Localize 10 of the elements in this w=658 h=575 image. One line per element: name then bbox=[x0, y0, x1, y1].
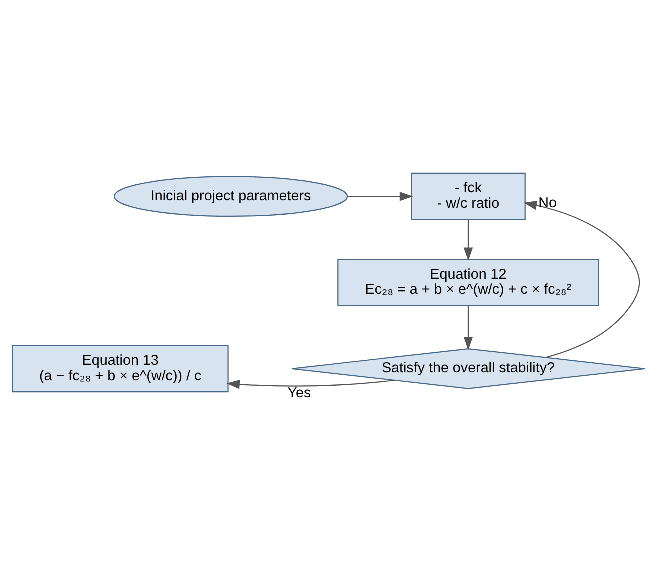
arrow bbox=[524, 201, 640, 358]
arrow bbox=[464, 220, 474, 262]
node-box: Equation 12 Ec₂₈ = a + b × e^(w/c) + c × fc₂₈² bbox=[338, 259, 600, 306]
arrow bbox=[464, 306, 474, 350]
node-ellipse: Inicial project parameters bbox=[114, 176, 348, 218]
arrow bbox=[348, 192, 414, 202]
node-box: Equation 13 (a − fc₂₈ + b × e^(w/c)) / c bbox=[12, 345, 229, 393]
edge-label: No bbox=[538, 195, 557, 212]
node-box: - fck - w/c ratio bbox=[411, 172, 526, 220]
arrow bbox=[226, 380, 395, 390]
